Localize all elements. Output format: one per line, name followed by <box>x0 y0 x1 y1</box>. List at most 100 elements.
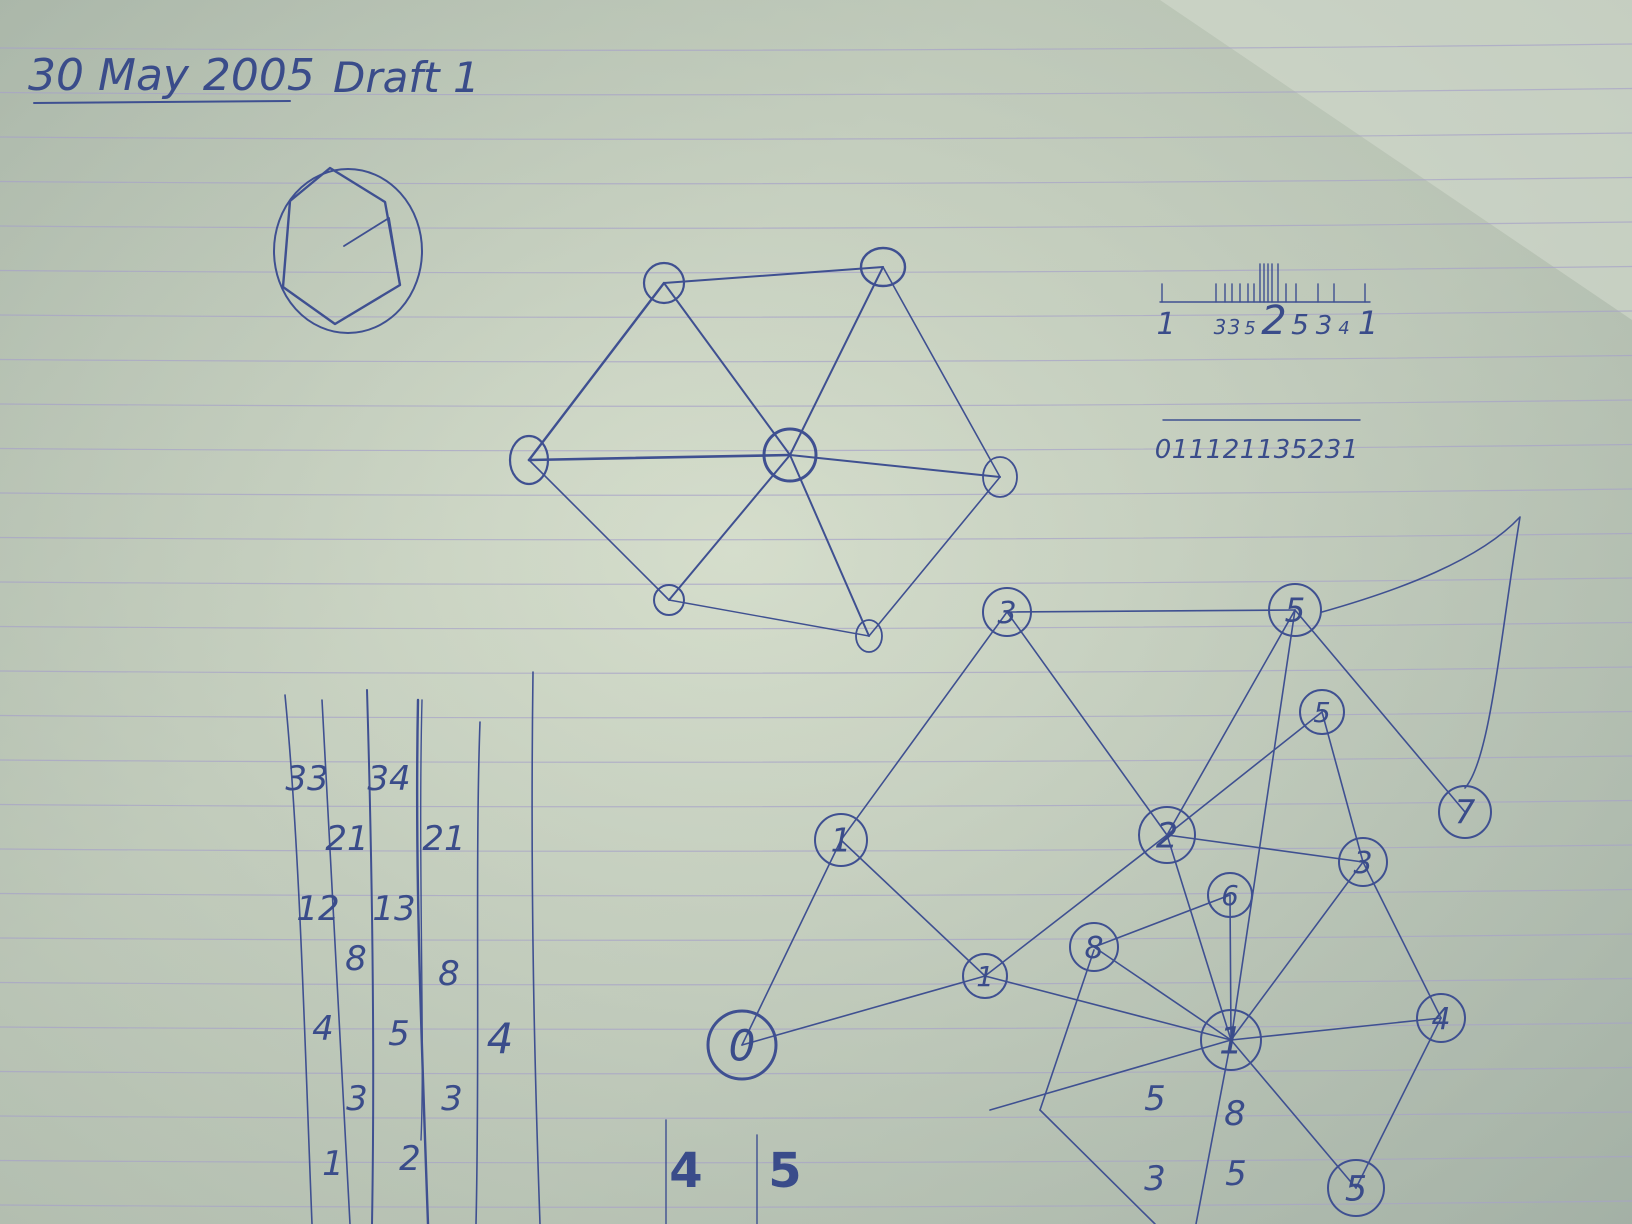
graph-node-label: 5 <box>1313 697 1331 729</box>
histogram-bottom-label: 1 <box>1342 435 1359 465</box>
graph-edge <box>1039 1109 1156 1224</box>
graph-edge <box>984 975 1232 1041</box>
graph-edge-label: 3 <box>1144 1159 1166 1199</box>
histogram-bottom-label: 3 <box>1325 435 1342 465</box>
graph-node-label: 5 <box>1285 592 1306 630</box>
histogram-bottom-label: 3 <box>1274 435 1291 465</box>
table-bottom-value: 4 <box>669 1143 702 1199</box>
graph-node: 5 <box>1327 1159 1385 1217</box>
graph-node: 3 <box>982 587 1032 637</box>
graph-edge <box>1321 516 1521 789</box>
graph-node-label: 5 <box>1345 1170 1367 1210</box>
graph-edge <box>1229 894 1232 1041</box>
histogram-bottom-label: 2 <box>1223 435 1240 465</box>
graph-edge <box>1355 1017 1442 1189</box>
graph-node: 1 <box>814 813 868 867</box>
graph-edge <box>840 839 986 977</box>
histogram-bottom-label: 1 <box>1240 435 1257 465</box>
ruled-line <box>0 87 1632 96</box>
table-col1-value: 4 <box>312 1009 334 1049</box>
graph-edge <box>1166 609 1296 836</box>
ruled-line <box>0 488 1632 496</box>
graph-edge <box>741 839 842 1046</box>
graph-edge <box>840 611 1008 841</box>
ruled-line <box>0 1155 1632 1164</box>
graph-edge <box>1230 861 1364 1041</box>
graph-node: 0 <box>706 1009 778 1081</box>
histogram-top-label: 1 <box>1358 304 1378 342</box>
ruled-line <box>0 710 1632 719</box>
table-col1-value: 33 <box>285 759 328 799</box>
graph-edge-label: 8 <box>1224 1094 1246 1134</box>
graph-edge <box>989 1039 1232 1111</box>
ruled-line <box>0 799 1632 808</box>
graph-node-label: 1 <box>976 961 994 993</box>
histogram-bottom-label: 0 <box>1155 435 1172 465</box>
graph-edge <box>1039 949 1095 1111</box>
table-bottom-value: 5 <box>768 1143 801 1199</box>
histogram-bottom-label: 2 <box>1308 435 1325 465</box>
histogram-bottom-label: 1 <box>1257 435 1274 465</box>
graph-edge <box>1362 861 1442 1019</box>
ruled-line <box>0 132 1632 140</box>
histogram-top-label: 5 <box>1291 308 1309 341</box>
histogram-top-label: 3 <box>1316 311 1333 341</box>
histogram-top-label: 1 <box>1156 307 1175 342</box>
graph-node: 4 <box>1416 993 1466 1043</box>
table-col2-value: 3 <box>441 1079 463 1119</box>
ruled-line <box>0 43 1632 51</box>
table-col1-value: 1 <box>322 1144 344 1184</box>
graph-node: 6 <box>1207 872 1253 918</box>
page-fold <box>1160 0 1632 320</box>
graph-node: 3 <box>1338 837 1388 887</box>
graph-edge <box>1166 834 1232 1041</box>
graph-edge <box>1166 711 1323 836</box>
histogram-bottom-label: 1 <box>1206 435 1223 465</box>
graph-node-label: 3 <box>997 596 1016 631</box>
table-col1-value: 21 <box>325 819 368 859</box>
histogram-bottom-label: 5 <box>1291 435 1308 465</box>
graph-edge <box>1166 834 1364 863</box>
graph-node: 7 <box>1438 785 1492 839</box>
table-col2-value: 8 <box>438 954 460 994</box>
table-col1-value: 12 <box>296 889 339 929</box>
table-col2-value: 2 <box>399 1139 421 1179</box>
graph-node-label: 1 <box>1219 1019 1243 1063</box>
graph-edge <box>1230 1017 1442 1041</box>
histogram-top-label: 3 <box>1214 315 1227 339</box>
graph-node: 1 <box>1200 1009 1262 1071</box>
ruled-line <box>0 977 1632 986</box>
ruled-line <box>0 1022 1632 1030</box>
graph-edge <box>1195 1039 1232 1224</box>
histogram-top-label: 5 <box>1244 318 1255 339</box>
ruled-line <box>0 1066 1632 1075</box>
ruled-line <box>0 577 1632 585</box>
histogram-top-label: 3 <box>1228 315 1241 339</box>
table-col2-value: 13 <box>372 889 415 929</box>
graph-node-label: 1 <box>831 822 852 860</box>
hex-graph <box>508 246 1018 653</box>
graph-node: 2 <box>1138 806 1196 864</box>
graph-edge <box>984 834 1168 977</box>
hexagon-in-circle-sketch <box>273 166 423 334</box>
graph-node-label: 7 <box>1455 794 1476 832</box>
ruled-line <box>0 399 1632 407</box>
ruled-line <box>0 621 1632 630</box>
graph-node: 8 <box>1069 922 1119 972</box>
graph-node-label: 6 <box>1221 880 1239 912</box>
draft-label: Draft 1 <box>333 53 480 102</box>
histogram-top-label: 4 <box>1338 318 1349 339</box>
table-col1-value: 3 <box>346 1079 368 1119</box>
ruled-line <box>0 221 1632 229</box>
histogram-bottom-label: 1 <box>1189 435 1206 465</box>
graph-edge <box>741 975 986 1046</box>
table-col2-value: 34 <box>367 759 410 799</box>
table-col2-value: 5 <box>388 1014 410 1054</box>
ruled-line <box>0 933 1632 941</box>
graph-node-label: 2 <box>1156 817 1178 857</box>
